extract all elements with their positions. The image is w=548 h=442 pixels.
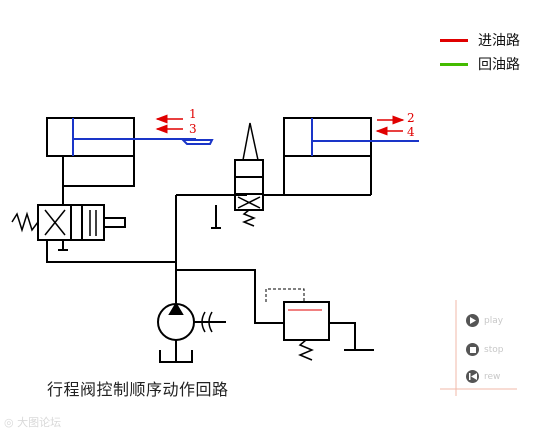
label-4: 4 xyxy=(407,125,415,139)
diagram-caption: 行程阀控制顺序动作回路 xyxy=(47,380,229,399)
stop-label: stop xyxy=(484,344,504,355)
legend-label-supply: 进油路 xyxy=(478,33,520,49)
control-panel-frame xyxy=(440,300,517,396)
play-icon xyxy=(466,314,479,327)
watermark: ◎ 大图论坛 xyxy=(4,414,61,430)
rewind-label: rew xyxy=(484,371,501,382)
relief-valve xyxy=(265,288,330,361)
cylinder-b xyxy=(283,117,372,157)
cylinder-a xyxy=(46,117,135,157)
piston-rod-a xyxy=(72,118,214,156)
legend-swatch-return xyxy=(440,62,468,66)
stop-icon xyxy=(466,343,479,356)
directional-valve-a xyxy=(11,204,126,241)
rewind-icon xyxy=(466,370,479,383)
play-button[interactable]: play xyxy=(466,314,503,327)
label-3: 3 xyxy=(189,122,197,136)
pipelines xyxy=(46,156,374,363)
motion-arrows xyxy=(155,114,405,136)
label-2: 2 xyxy=(407,111,415,125)
travel-valve xyxy=(234,122,264,227)
rewind-button[interactable]: rew xyxy=(466,370,500,383)
stop-button[interactable]: stop xyxy=(466,343,503,356)
piston-rod-b xyxy=(311,118,419,156)
legend-label-return: 回油路 xyxy=(478,57,520,73)
play-label: play xyxy=(484,315,504,326)
camera-icon: ◎ xyxy=(4,416,18,429)
hydraulic-pump xyxy=(157,302,226,341)
legend-item-return: 回油路 xyxy=(440,54,520,74)
legend-item-supply: 进油路 xyxy=(440,30,520,50)
label-1: 1 xyxy=(189,107,197,121)
watermark-text: 大图论坛 xyxy=(17,416,62,429)
legend-swatch-supply xyxy=(440,38,468,42)
